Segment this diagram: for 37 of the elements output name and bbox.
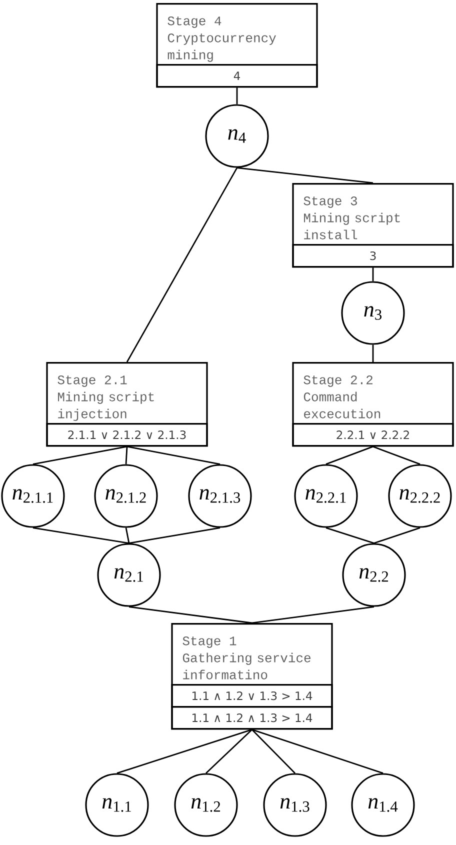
connector-line: [374, 527, 420, 544]
formula-cell: 4: [156, 64, 318, 88]
connector-line: [252, 728, 384, 774]
connector-line: [32, 446, 128, 465]
connector-line: [126, 446, 220, 465]
stage-heading: Stage 2.2: [304, 376, 372, 387]
connector-line: [125, 528, 130, 544]
stage-description: Gathering service informatino: [182, 652, 310, 680]
stage-heading: Stage 4: [168, 16, 222, 28]
connector-line: [372, 446, 420, 465]
connector-line: [206, 729, 252, 774]
connector-line: [372, 268, 374, 282]
connector-line: [372, 344, 374, 362]
connector-line: [116, 728, 252, 774]
formula-cell: 3: [292, 244, 454, 268]
formula-cell: 1.1 ∧ 1.2 ∨ 1.3 > 1.4: [171, 684, 333, 708]
connector-line: [125, 446, 128, 464]
connector-line: [126, 167, 238, 362]
formula-cell: 2.2.1 ∨ 2.2.2: [292, 423, 454, 447]
connector-line: [252, 729, 296, 774]
connector-line: [32, 527, 130, 544]
connector-line: [236, 88, 238, 104]
stage-heading: Stage 3: [304, 196, 357, 208]
stage-description: Mining script install: [304, 212, 400, 240]
connector-line: [236, 167, 374, 184]
formula-cell: 1.1 ∧ 1.2 ∧ 1.3 > 1.4: [171, 706, 333, 730]
stage-description: Mining script injection: [58, 392, 154, 421]
stage-heading: Stage 2.1: [58, 376, 127, 387]
connector-line: [326, 527, 374, 544]
connector-line: [128, 527, 220, 544]
connector-line: [326, 446, 374, 465]
formula-cell: 2.1.1 ∨ 2.1.2 ∨ 2.1.3: [46, 423, 208, 447]
stage-description: Cryptocurrency mining: [168, 33, 276, 62]
stage-description: Command excecution: [304, 392, 380, 418]
connector-line: [252, 606, 374, 624]
stage-heading: Stage 1: [182, 636, 236, 648]
connector-line: [128, 606, 252, 624]
